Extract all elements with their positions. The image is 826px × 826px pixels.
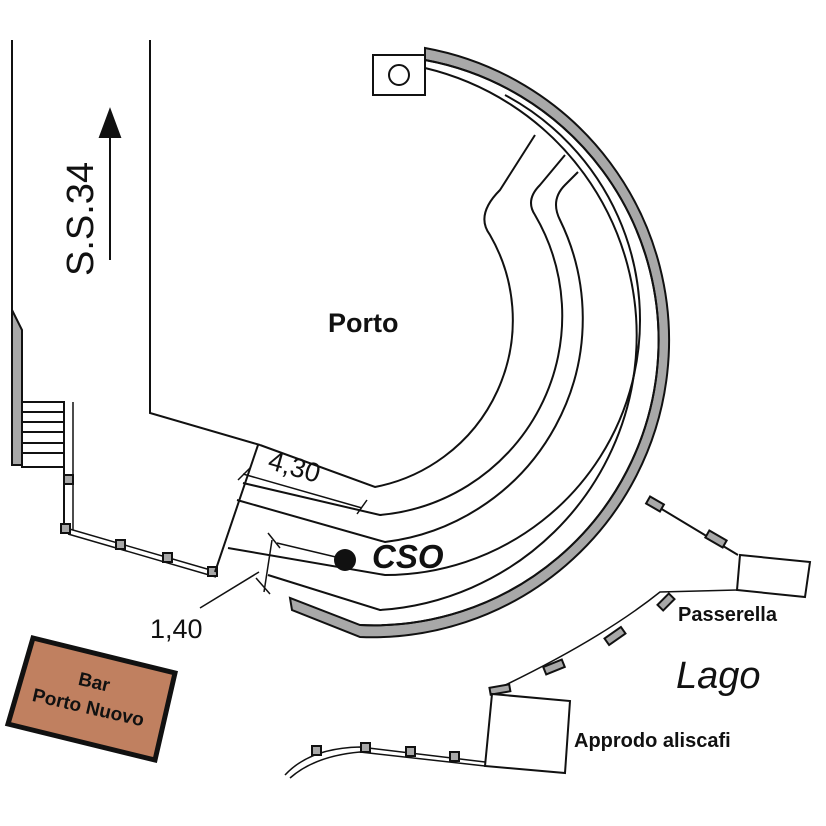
porto-label: Porto [328, 308, 399, 338]
dimension-1-40-label: 1,40 [150, 614, 203, 644]
railing-left [60, 474, 218, 578]
dimension-1-40 [199, 532, 341, 609]
arrow-up-icon [98, 107, 122, 138]
stairs [21, 401, 74, 530]
dimension-4-30 [237, 467, 368, 515]
lighthouse-icon [388, 64, 410, 86]
gray-wall-left [11, 309, 23, 466]
passerella-structure [488, 495, 812, 696]
road-label: S.S.34 [60, 161, 102, 276]
pier-edge [214, 444, 259, 573]
breakwater-wall [288, 46, 671, 639]
approdo-structure [284, 692, 572, 779]
cso-point-marker [334, 549, 356, 571]
lago-label: Lago [676, 655, 761, 697]
bar-building [4, 634, 178, 764]
cso-label: CSO [372, 538, 444, 575]
approdo-label: Approdo aliscafi [574, 730, 731, 752]
pier-lines [227, 67, 641, 612]
quay-edge [149, 40, 261, 446]
passerella-label: Passerella [678, 604, 777, 626]
breakwater-inner-edge [359, 59, 660, 627]
